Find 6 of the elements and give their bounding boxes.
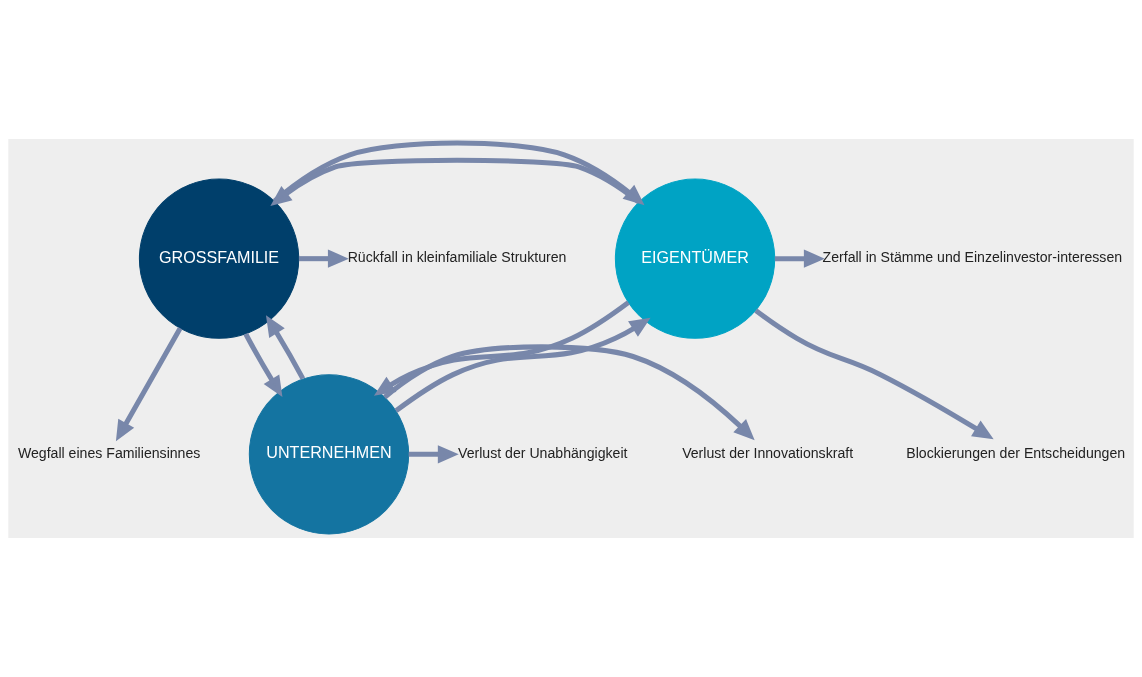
node-text: Verlust der Unabhängigkeit [458, 445, 628, 462]
node-text: Verlust der Innovationskraft [682, 445, 854, 462]
node-text: Wegfall eines Familiensinnes [17, 445, 201, 462]
node-text: Zerfall in Stämme und Einzelinvestor-interessen [822, 249, 1123, 266]
node-text: Rückfall in kleinfamiliale Strukturen [347, 249, 567, 266]
node-text: Blockierungen der Entscheidungen [906, 445, 1126, 462]
